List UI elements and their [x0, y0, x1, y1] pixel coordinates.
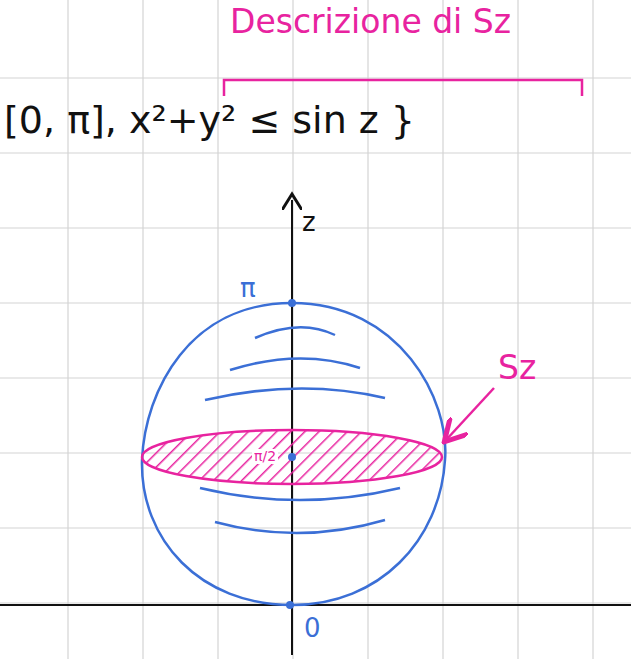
- axis-value: 0: [304, 614, 321, 643]
- section-disk: [142, 430, 442, 484]
- formula: [0, π], x²+y² ≤ sin z }: [4, 100, 415, 142]
- point: [288, 299, 296, 307]
- axis-value: π/2: [252, 449, 278, 464]
- region-label: Sz: [498, 350, 536, 386]
- heading: Descrizione di Sz: [230, 4, 511, 40]
- axis-label: z: [302, 208, 316, 237]
- axis-value: π: [240, 274, 256, 303]
- point: [288, 453, 296, 461]
- z-axis: [291, 200, 293, 655]
- solid-outline: [142, 303, 445, 605]
- leader-arrow: [446, 388, 494, 440]
- bracket: [224, 80, 582, 96]
- point: [286, 601, 294, 609]
